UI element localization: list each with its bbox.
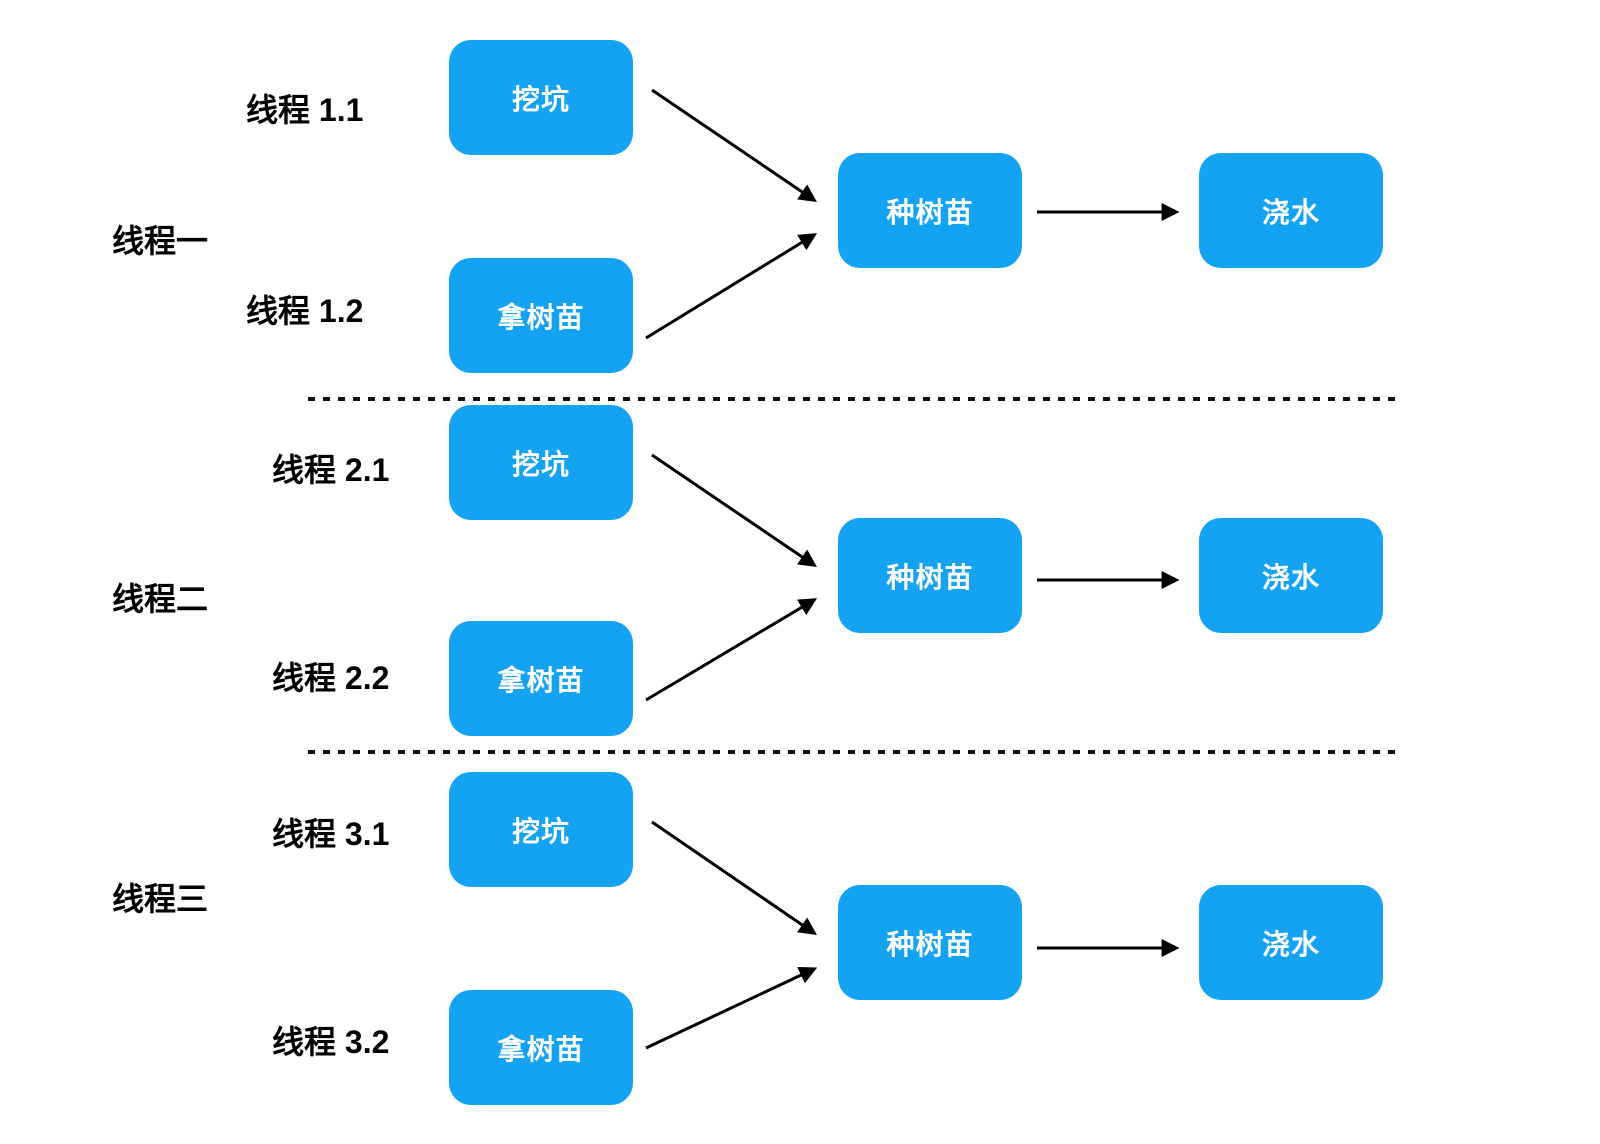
node-dig-hole-2: 挖坑 [449, 405, 633, 520]
arrow-dig-to-plant-3 [651, 820, 817, 936]
thread-sub-label-1-1: 线程 1.1 [246, 92, 364, 128]
thread-group-label-3: 线程三 [112, 881, 209, 917]
node-take-sapling-1: 拿树苗 [449, 258, 633, 373]
node-plant-sapling-1: 种树苗 [838, 153, 1022, 268]
thread-sub-label-1-2: 线程 1.2 [246, 293, 364, 329]
node-water-2: 浇水 [1199, 518, 1383, 633]
node-water-3: 浇水 [1199, 885, 1383, 1000]
node-water-1: 浇水 [1199, 153, 1383, 268]
node-plant-sapling-3: 种树苗 [838, 885, 1022, 1000]
thread-sub-label-3-2: 线程 3.2 [272, 1024, 390, 1060]
arrow-take-to-plant-1 [645, 233, 818, 340]
thread-group-label-2: 线程二 [112, 581, 209, 617]
arrow-dig-to-plant-2 [651, 453, 817, 568]
node-take-sapling-3: 拿树苗 [449, 990, 633, 1105]
thread-sub-label-2-1: 线程 2.1 [272, 452, 390, 488]
node-dig-hole-3: 挖坑 [449, 772, 633, 887]
thread-sub-label-3-1: 线程 3.1 [272, 816, 390, 852]
arrow-take-to-plant-2 [645, 598, 818, 702]
node-take-sapling-2: 拿树苗 [449, 621, 633, 736]
node-dig-hole-1: 挖坑 [449, 40, 633, 155]
node-plant-sapling-2: 种树苗 [838, 518, 1022, 633]
thread-group-label-1: 线程一 [112, 223, 209, 259]
thread-sub-label-2-2: 线程 2.2 [272, 660, 390, 696]
arrow-dig-to-plant-1 [651, 88, 817, 203]
arrow-take-to-plant-3 [645, 966, 818, 1050]
